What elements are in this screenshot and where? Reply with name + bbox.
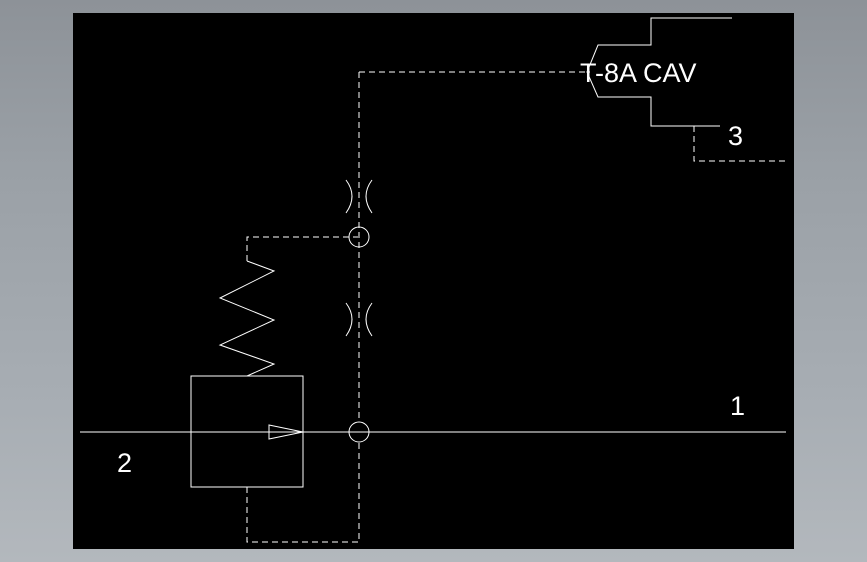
port-3-dashed-line: [693, 126, 786, 162]
valve-label: T-8A CAV: [580, 58, 697, 88]
flow-arrow-icon: [268, 424, 304, 440]
orifice-upper-left-icon: [345, 179, 353, 214]
port-3-label: 3: [728, 121, 743, 151]
pilot-line-spring: [246, 236, 358, 261]
port-1-label: 1: [730, 391, 745, 421]
lower-junction-icon: [348, 421, 370, 443]
orifice-lower-right-icon: [365, 302, 373, 337]
drawing-canvas: [73, 13, 794, 549]
cavity-outline: [586, 17, 732, 127]
orifice-lower-left-icon: [345, 302, 353, 337]
upper-junction-icon: [348, 226, 370, 248]
spring-icon: [218, 260, 276, 377]
port-2-label: 2: [117, 448, 132, 478]
drain-line: [246, 443, 360, 543]
orifice-upper-right-icon: [365, 179, 373, 214]
